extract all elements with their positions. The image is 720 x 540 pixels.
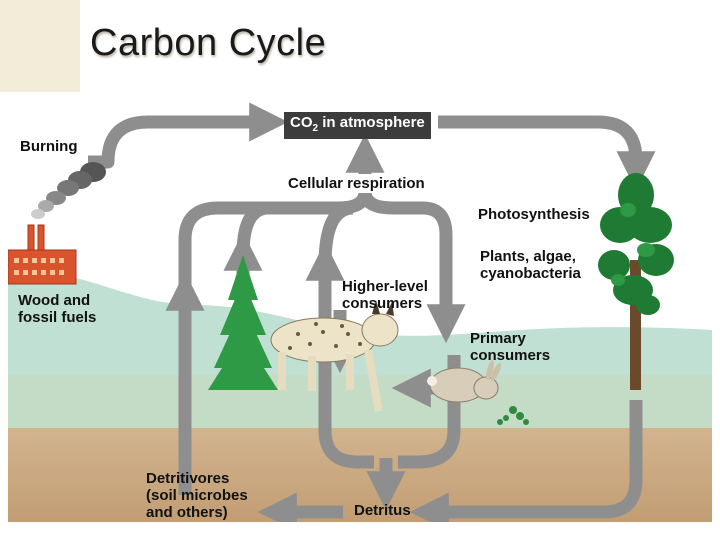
- arrow-primary-to-detritus: [398, 355, 461, 469]
- large-tree: [598, 173, 674, 390]
- meadow: [8, 375, 712, 435]
- arrow-burning-to-co2: [88, 102, 289, 169]
- arrow-primary-respiration: [358, 191, 466, 344]
- conifer-tree: [208, 255, 278, 390]
- co2-atmosphere-label: CO2 in atmosphere: [284, 112, 431, 139]
- lynx: [270, 300, 399, 412]
- factory: [8, 224, 77, 285]
- rabbit: [427, 360, 502, 403]
- slide-corner-decoration: [0, 0, 80, 92]
- small-plant: [497, 406, 529, 425]
- plants-label: Plants, algae,cyanobacteria: [480, 248, 581, 282]
- cellular-respiration-label: Cellular respiration: [284, 174, 429, 193]
- slide-title: Carbon Cycle: [90, 22, 327, 64]
- arrow-plants-to-detritus: [409, 400, 643, 522]
- arrow-co2-to-plants: [438, 115, 656, 191]
- arrow-consumers-to-detritus: [318, 415, 374, 469]
- smoke-plume: [31, 162, 106, 219]
- photosynthesis-label: Photosynthesis: [474, 205, 594, 224]
- carbon-cycle-diagram: CO2 in atmosphere Burning Cellular respi…: [8, 100, 712, 522]
- burning-label: Burning: [16, 137, 82, 156]
- diagram-canvas: [8, 100, 712, 522]
- detritus-label: Detritus: [354, 502, 411, 519]
